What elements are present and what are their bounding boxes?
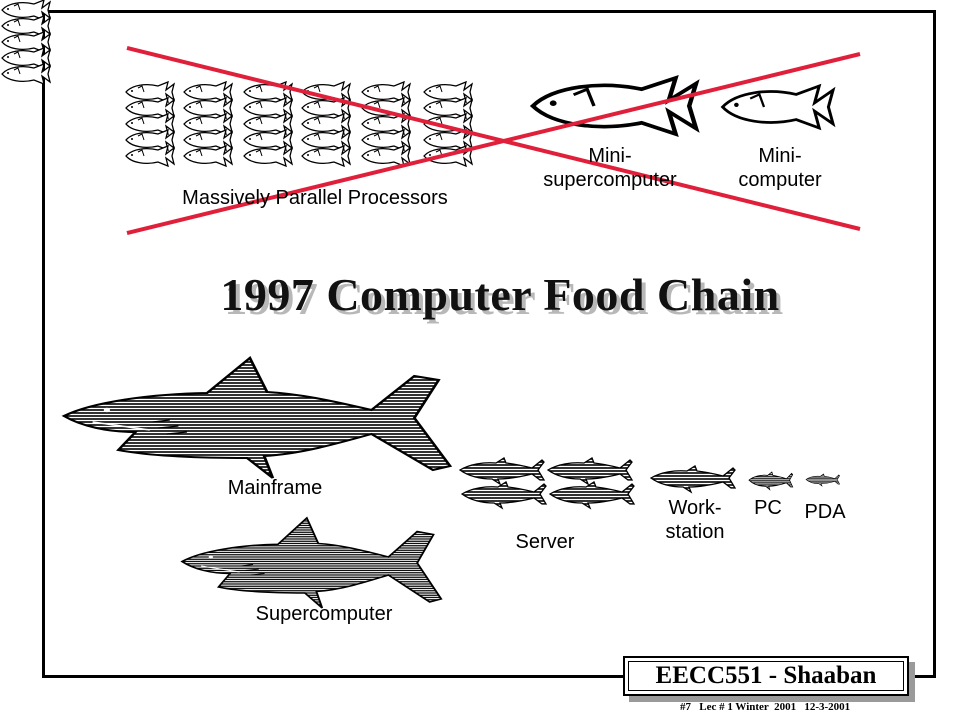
- mainframe-label: Mainframe: [227, 477, 323, 499]
- supercomputer-label: Supercomputer: [255, 603, 393, 625]
- fish-icon: [533, 78, 696, 134]
- shark-icon: [181, 517, 443, 609]
- minicomputer-label: Mini- computer: [738, 145, 822, 191]
- shark-icon: [62, 356, 452, 480]
- mpp-fish-grid: [1, 0, 51, 85]
- fish-icon: [805, 473, 840, 487]
- course-footer-box: EECC551 - Shaaban: [623, 656, 909, 696]
- fish-icon: [459, 457, 635, 509]
- fish-icon: [650, 465, 736, 493]
- fish-icon: [126, 82, 472, 166]
- fish-icon: [721, 84, 835, 130]
- server-label: Server: [515, 531, 575, 553]
- mpp-label: Massively Parallel Processors: [182, 187, 448, 209]
- page-title: 1997 Computer Food Chain: [220, 269, 780, 320]
- lecture-footer-note: #7 Lec # 1 Winter 2001 12-3-2001: [680, 701, 851, 713]
- workstation-label: Work- station: [665, 497, 725, 543]
- pda-label: PDA: [804, 501, 846, 523]
- cross-out-mark: [126, 46, 861, 235]
- pc-label: PC: [754, 497, 782, 519]
- mini-supercomputer-label: Mini- supercomputer: [543, 145, 677, 191]
- fish-icon: [748, 471, 794, 491]
